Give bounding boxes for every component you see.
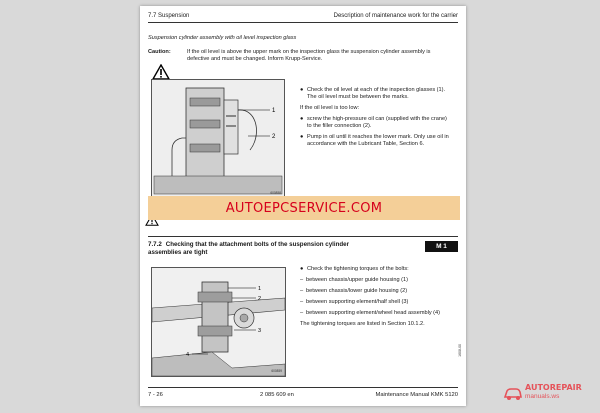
section-rule [148,236,458,237]
warning-triangle-icon [145,214,159,226]
footer-rule [148,387,458,388]
page-number: 7 - 26 [148,392,163,398]
document-number: 2 085 609 en [260,392,294,398]
maintenance-interval-badge: M 1 [425,241,458,252]
bullet-icon: ● [300,116,304,122]
pump-oil-text: Pump in oil until it reaches the lower m… [307,134,449,147]
subtitle: Suspension cylinder assembly with oil le… [148,35,297,41]
figure2-id: 600859 [271,369,282,373]
caution-text: If the oil level is above the upper mark… [187,49,431,62]
figure2-callout-3: 3 [258,328,261,334]
bullet-icon: ● [300,266,304,272]
suspension-cylinder-figure: 1 2 600858 [151,79,285,199]
attachment-bolts-figure: 1 2 3 4 600859 [151,267,286,377]
section-title: Checking that the attachment bolts of th… [148,241,349,256]
figure1-callout-2: 2 [272,134,276,140]
logo-subtext: manuals.ws [525,393,560,400]
warning-triangle-icon [152,64,170,80]
list-item: ● screw the high-pressure oil can (suppl… [300,116,450,130]
site-logo: AUTOREPAIR manuals.ws [503,381,595,407]
chapter-header: Description of maintenance work for the … [333,13,458,19]
manual-page: 7.7 Suspension Description of maintenanc… [140,6,466,406]
list-item: ● Check the tightening torques of the bo… [300,266,450,273]
list-item: –between supporting element/half shell (… [300,299,409,305]
figure1-id: 600858 [270,191,281,195]
section-heading: 7.7.2 Checking that the attachment bolts… [148,241,376,257]
torque-reference-text: The tightening torques are listed in Sec… [300,321,425,327]
instructions-oil-level: ● Check the oil level at each of the ins… [300,87,450,152]
caution-label: Caution: [148,49,171,55]
bolts-drawing: 1 2 3 4 [152,268,285,376]
section-header: 7.7 Suspension [148,13,190,19]
side-code: 1608-00 [458,344,462,357]
instructions-bolts: ● Check the tightening torques of the bo… [300,266,450,328]
bullet-icon: ● [300,87,304,93]
list-item: –between chassis/lower guide housing (2) [300,288,408,294]
watermark-banner: AUTOEPCSERVICE.COM [148,196,460,220]
figure2-callout-1: 1 [258,286,261,292]
cylinder-drawing: 1 2 [152,80,284,198]
list-item: –between chassis/upper guide housing (1) [300,277,408,283]
too-low-text: If the oil level is too low: [300,105,360,111]
header-rule [148,22,458,23]
list-item: –between supporting element/wheel head a… [300,310,441,316]
list-item: ● Check the oil level at each of the ins… [300,87,450,101]
figure2-callout-4: 4 [186,352,189,358]
check-oil-text: Check the oil level at each of the inspe… [307,87,446,100]
figure2-callout-2: 2 [258,296,261,302]
car-logo-icon [503,388,522,400]
bullet-icon: ● [300,134,304,140]
figure1-callout-1: 1 [272,108,276,114]
list-item: ● Pump in oil until it reaches the lower… [300,134,450,148]
section-number: 7.7.2 [148,241,162,248]
manual-title: Maintenance Manual KMK 5120 [375,392,459,398]
check-torque-text: Check the tightening torques of the bolt… [307,266,409,272]
screw-can-text: screw the high-pressure oil can (supplie… [307,116,447,129]
logo-text: AUTOREPAIR [525,383,582,392]
